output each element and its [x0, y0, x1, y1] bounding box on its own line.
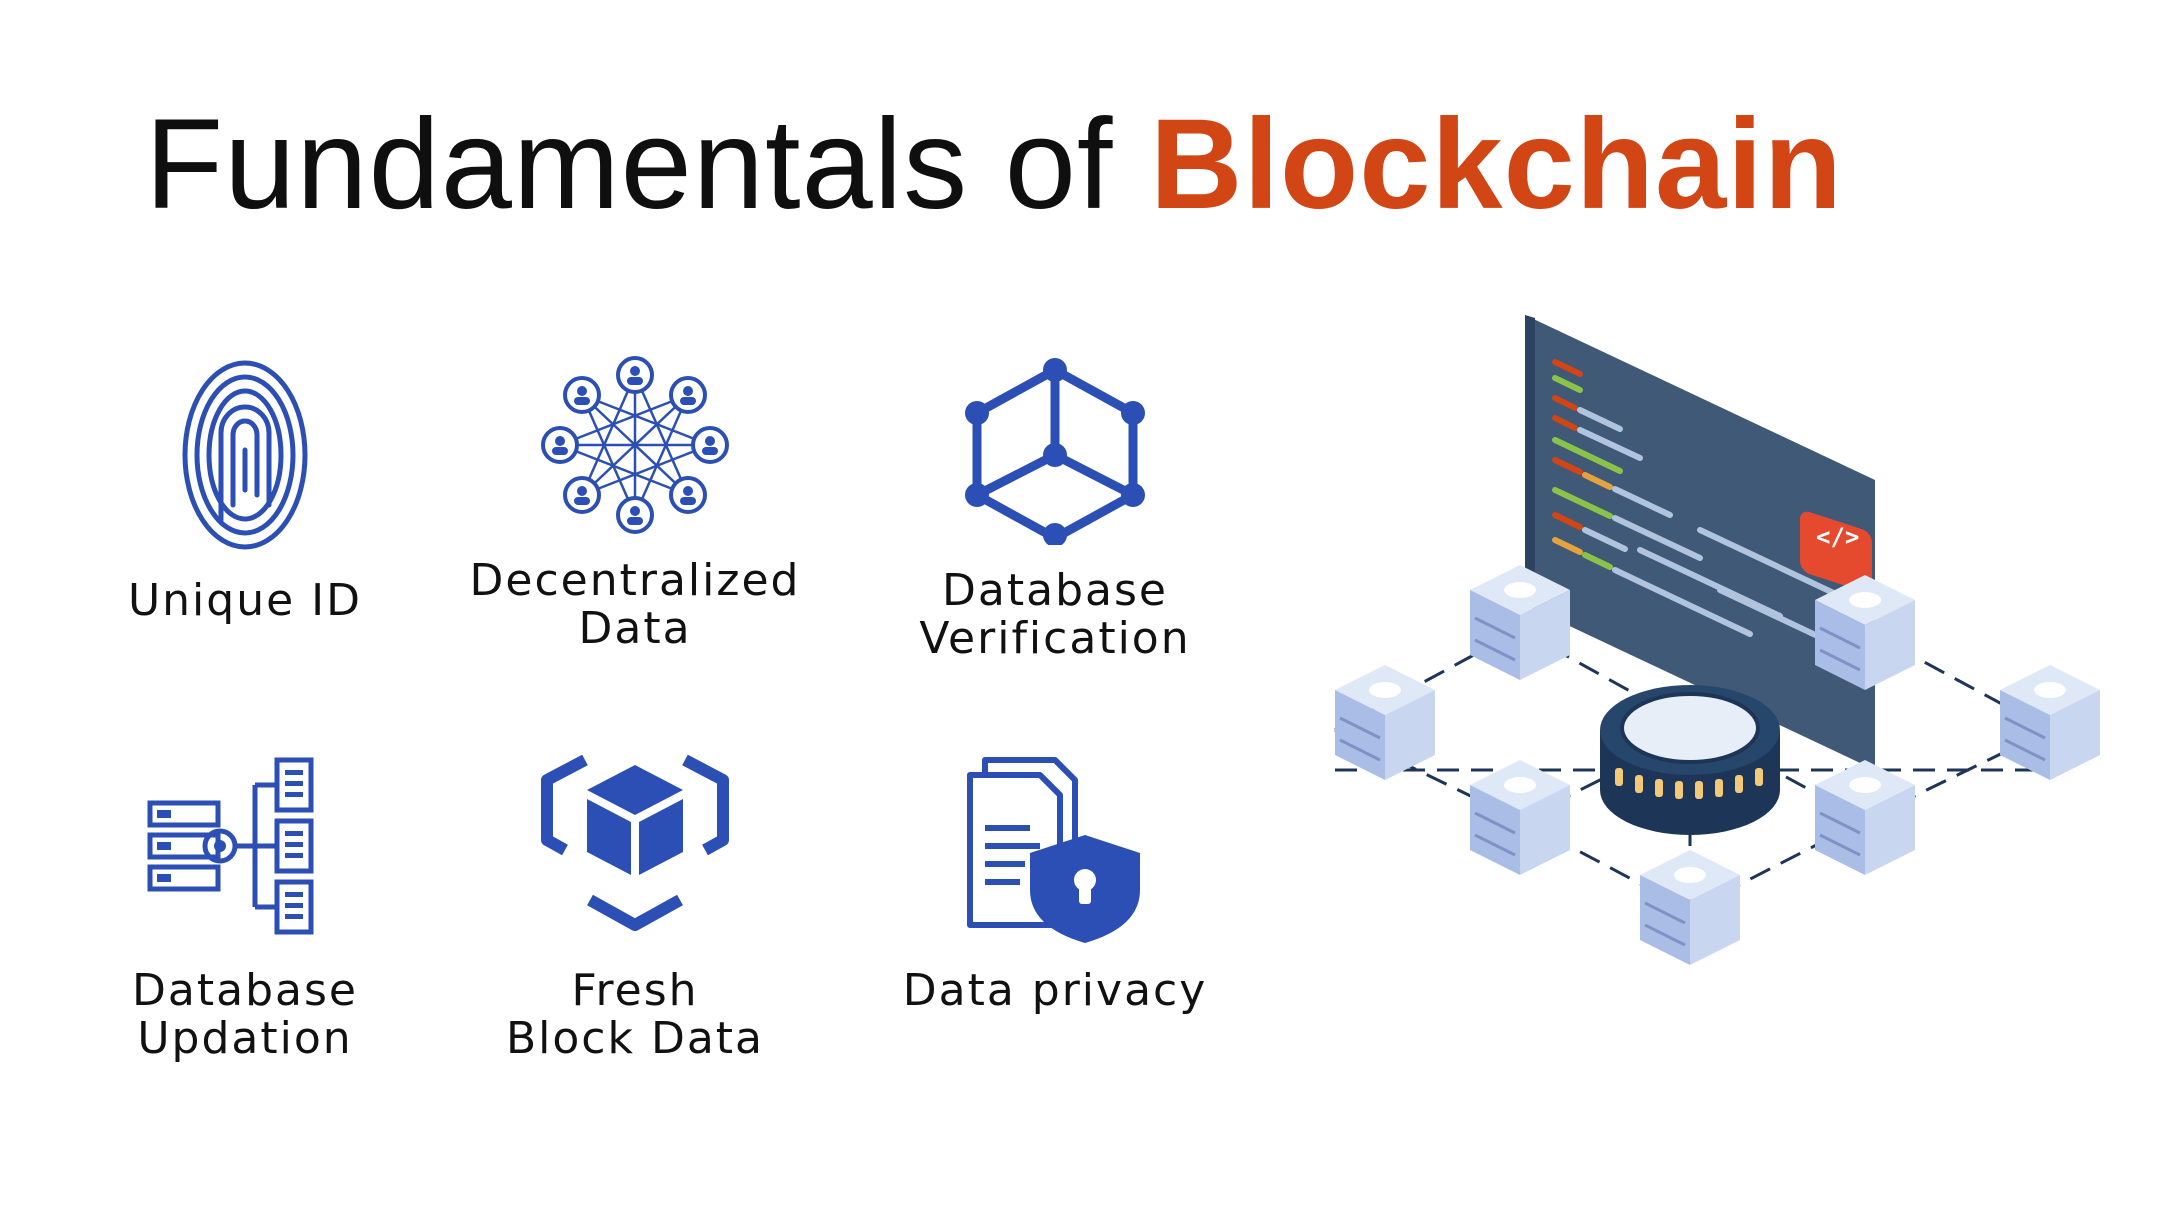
feature-label: Database — [132, 965, 358, 1016]
feature-database-verification: Database Verification — [875, 355, 1235, 663]
feature-unique-id: Unique ID — [65, 355, 425, 625]
feature-data-privacy: Data privacy — [875, 755, 1235, 1015]
feature-fresh-block-data: Fresh Block Data — [455, 755, 815, 1063]
feature-label: Database — [942, 565, 1168, 616]
feature-label: Fresh — [571, 965, 699, 1016]
database-update-icon — [147, 757, 314, 935]
feature-label: Unique ID — [127, 575, 363, 626]
document-shield-icon — [967, 757, 1140, 943]
server-stacks — [1335, 565, 2100, 965]
feature-label: Data privacy — [902, 965, 1208, 1016]
title-lead: Fundamentals of — [145, 93, 1114, 236]
fingerprint-icon — [182, 360, 308, 550]
network-users-icon — [541, 356, 729, 534]
feature-label: Decentralized — [469, 555, 801, 606]
feature-decentralized-data: Decentralized Data — [455, 355, 815, 653]
feature-database-updation: Database Updation — [65, 755, 425, 1063]
blockchain-network-illustration: </> — [1334, 315, 2100, 965]
coin-platform — [1600, 685, 1780, 835]
page-title: Fundamentals of Blockchain — [145, 90, 1843, 240]
code-tag: </> — [1816, 523, 1859, 551]
title-accent: Blockchain — [1150, 93, 1843, 236]
feature-label-2: Block Data — [505, 1013, 765, 1064]
feature-label-2: Updation — [137, 1013, 353, 1064]
feature-label-2: Verification — [919, 613, 1191, 664]
cube-nodes-icon — [965, 358, 1145, 545]
block-cube-icon — [541, 755, 729, 931]
feature-label-2: Data — [578, 603, 692, 654]
